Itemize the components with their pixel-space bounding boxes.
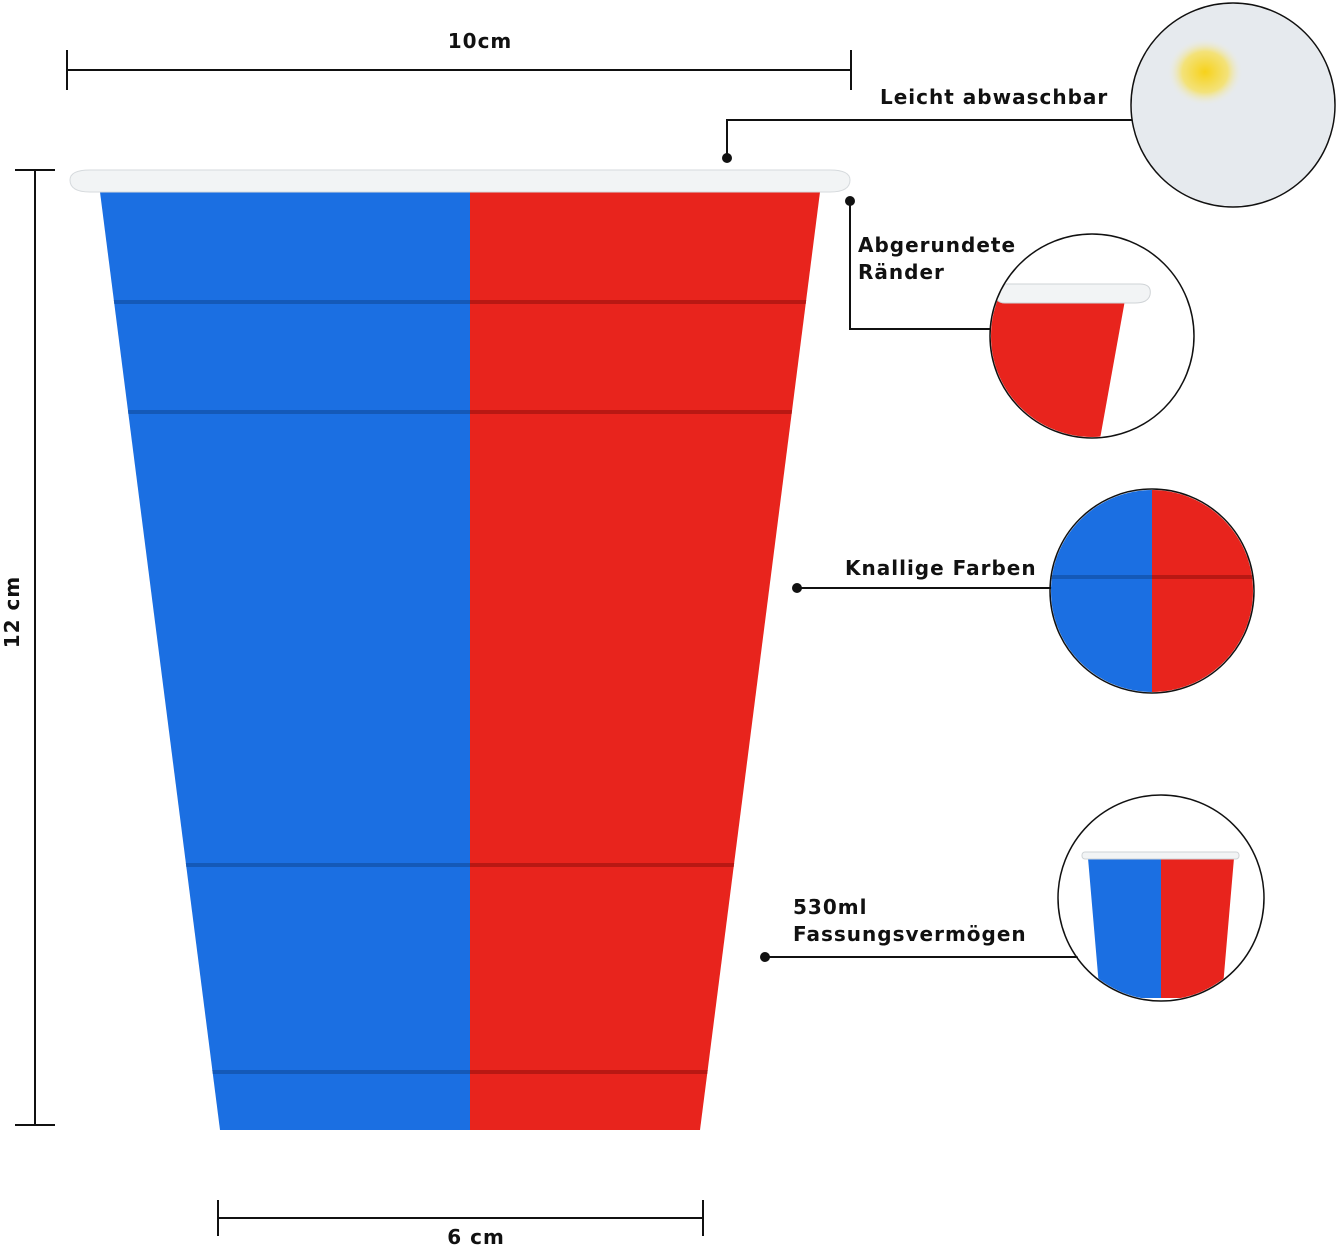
callout-label-line2: Ränder bbox=[858, 260, 945, 284]
detail-image-rim bbox=[991, 235, 1193, 437]
callout-label: Knallige Farben bbox=[845, 556, 1037, 580]
callout-label-line2: Fassungsvermögen bbox=[793, 922, 1027, 946]
callout-rounded-rims: Abgerundete Ränder bbox=[845, 196, 1195, 439]
callout-capacity: 530ml Fassungsvermögen bbox=[760, 794, 1265, 1002]
callout-label: Leicht abwaschbar bbox=[880, 85, 1108, 109]
detail-image-small-cup bbox=[1059, 796, 1263, 1000]
callout-label-line1: 530ml bbox=[793, 895, 867, 919]
callout-easy-wash: Leicht abwaschbar bbox=[722, 2, 1336, 208]
dimension-height: 12 cm bbox=[0, 169, 55, 1126]
dimension-top-width: 10cm bbox=[66, 29, 852, 90]
callout-bright-colors: Knallige Farben bbox=[792, 488, 1255, 694]
dimension-bottom-label: 6 cm bbox=[447, 1225, 505, 1249]
dimension-bottom-width: 6 cm bbox=[217, 1200, 704, 1249]
detail-image-stain bbox=[1132, 4, 1334, 206]
cup-image bbox=[69, 169, 851, 1130]
dimension-height-label: 12 cm bbox=[0, 576, 24, 649]
dimension-top-label: 10cm bbox=[448, 29, 513, 53]
callout-label-line1: Abgerundete bbox=[858, 233, 1016, 257]
